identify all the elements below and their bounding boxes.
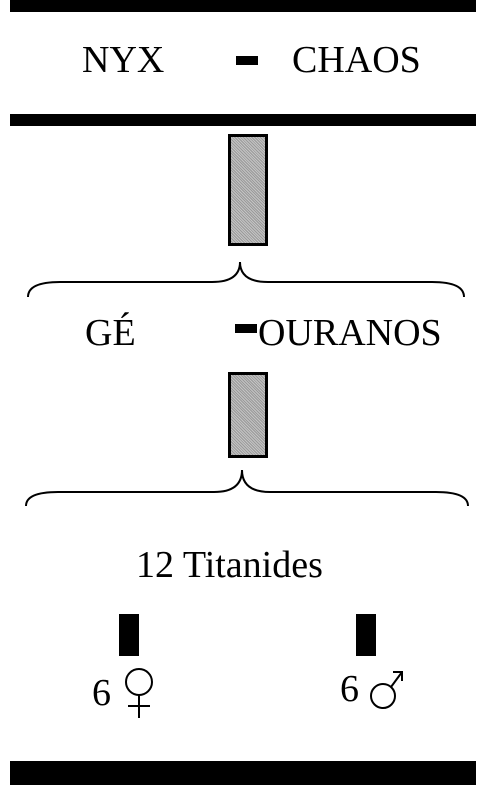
male-group: 6 bbox=[340, 666, 405, 712]
descent-connector-2 bbox=[228, 372, 268, 458]
female-group: 6 bbox=[92, 666, 157, 720]
brace-1 bbox=[27, 261, 465, 298]
ouranos-label: OURANOS bbox=[258, 312, 442, 354]
descent-connector-1 bbox=[228, 134, 268, 246]
female-connector bbox=[119, 614, 139, 656]
chaos-label: CHAOS bbox=[292, 39, 421, 81]
female-symbol-icon bbox=[124, 668, 153, 718]
union-dash-2 bbox=[235, 324, 257, 333]
divider-rule bbox=[10, 114, 476, 126]
brace-2 bbox=[25, 469, 469, 507]
male-count: 6 bbox=[340, 668, 359, 710]
female-count: 6 bbox=[92, 672, 111, 714]
male-symbol-icon bbox=[369, 671, 403, 709]
titanides-label: 12 Titanides bbox=[136, 544, 323, 586]
male-connector bbox=[356, 614, 376, 656]
ge-label: GÉ bbox=[85, 312, 136, 354]
nyx-label: NYX bbox=[82, 39, 165, 81]
top-rule bbox=[10, 0, 476, 12]
bottom-rule bbox=[10, 761, 476, 785]
union-dash-1 bbox=[236, 56, 258, 65]
